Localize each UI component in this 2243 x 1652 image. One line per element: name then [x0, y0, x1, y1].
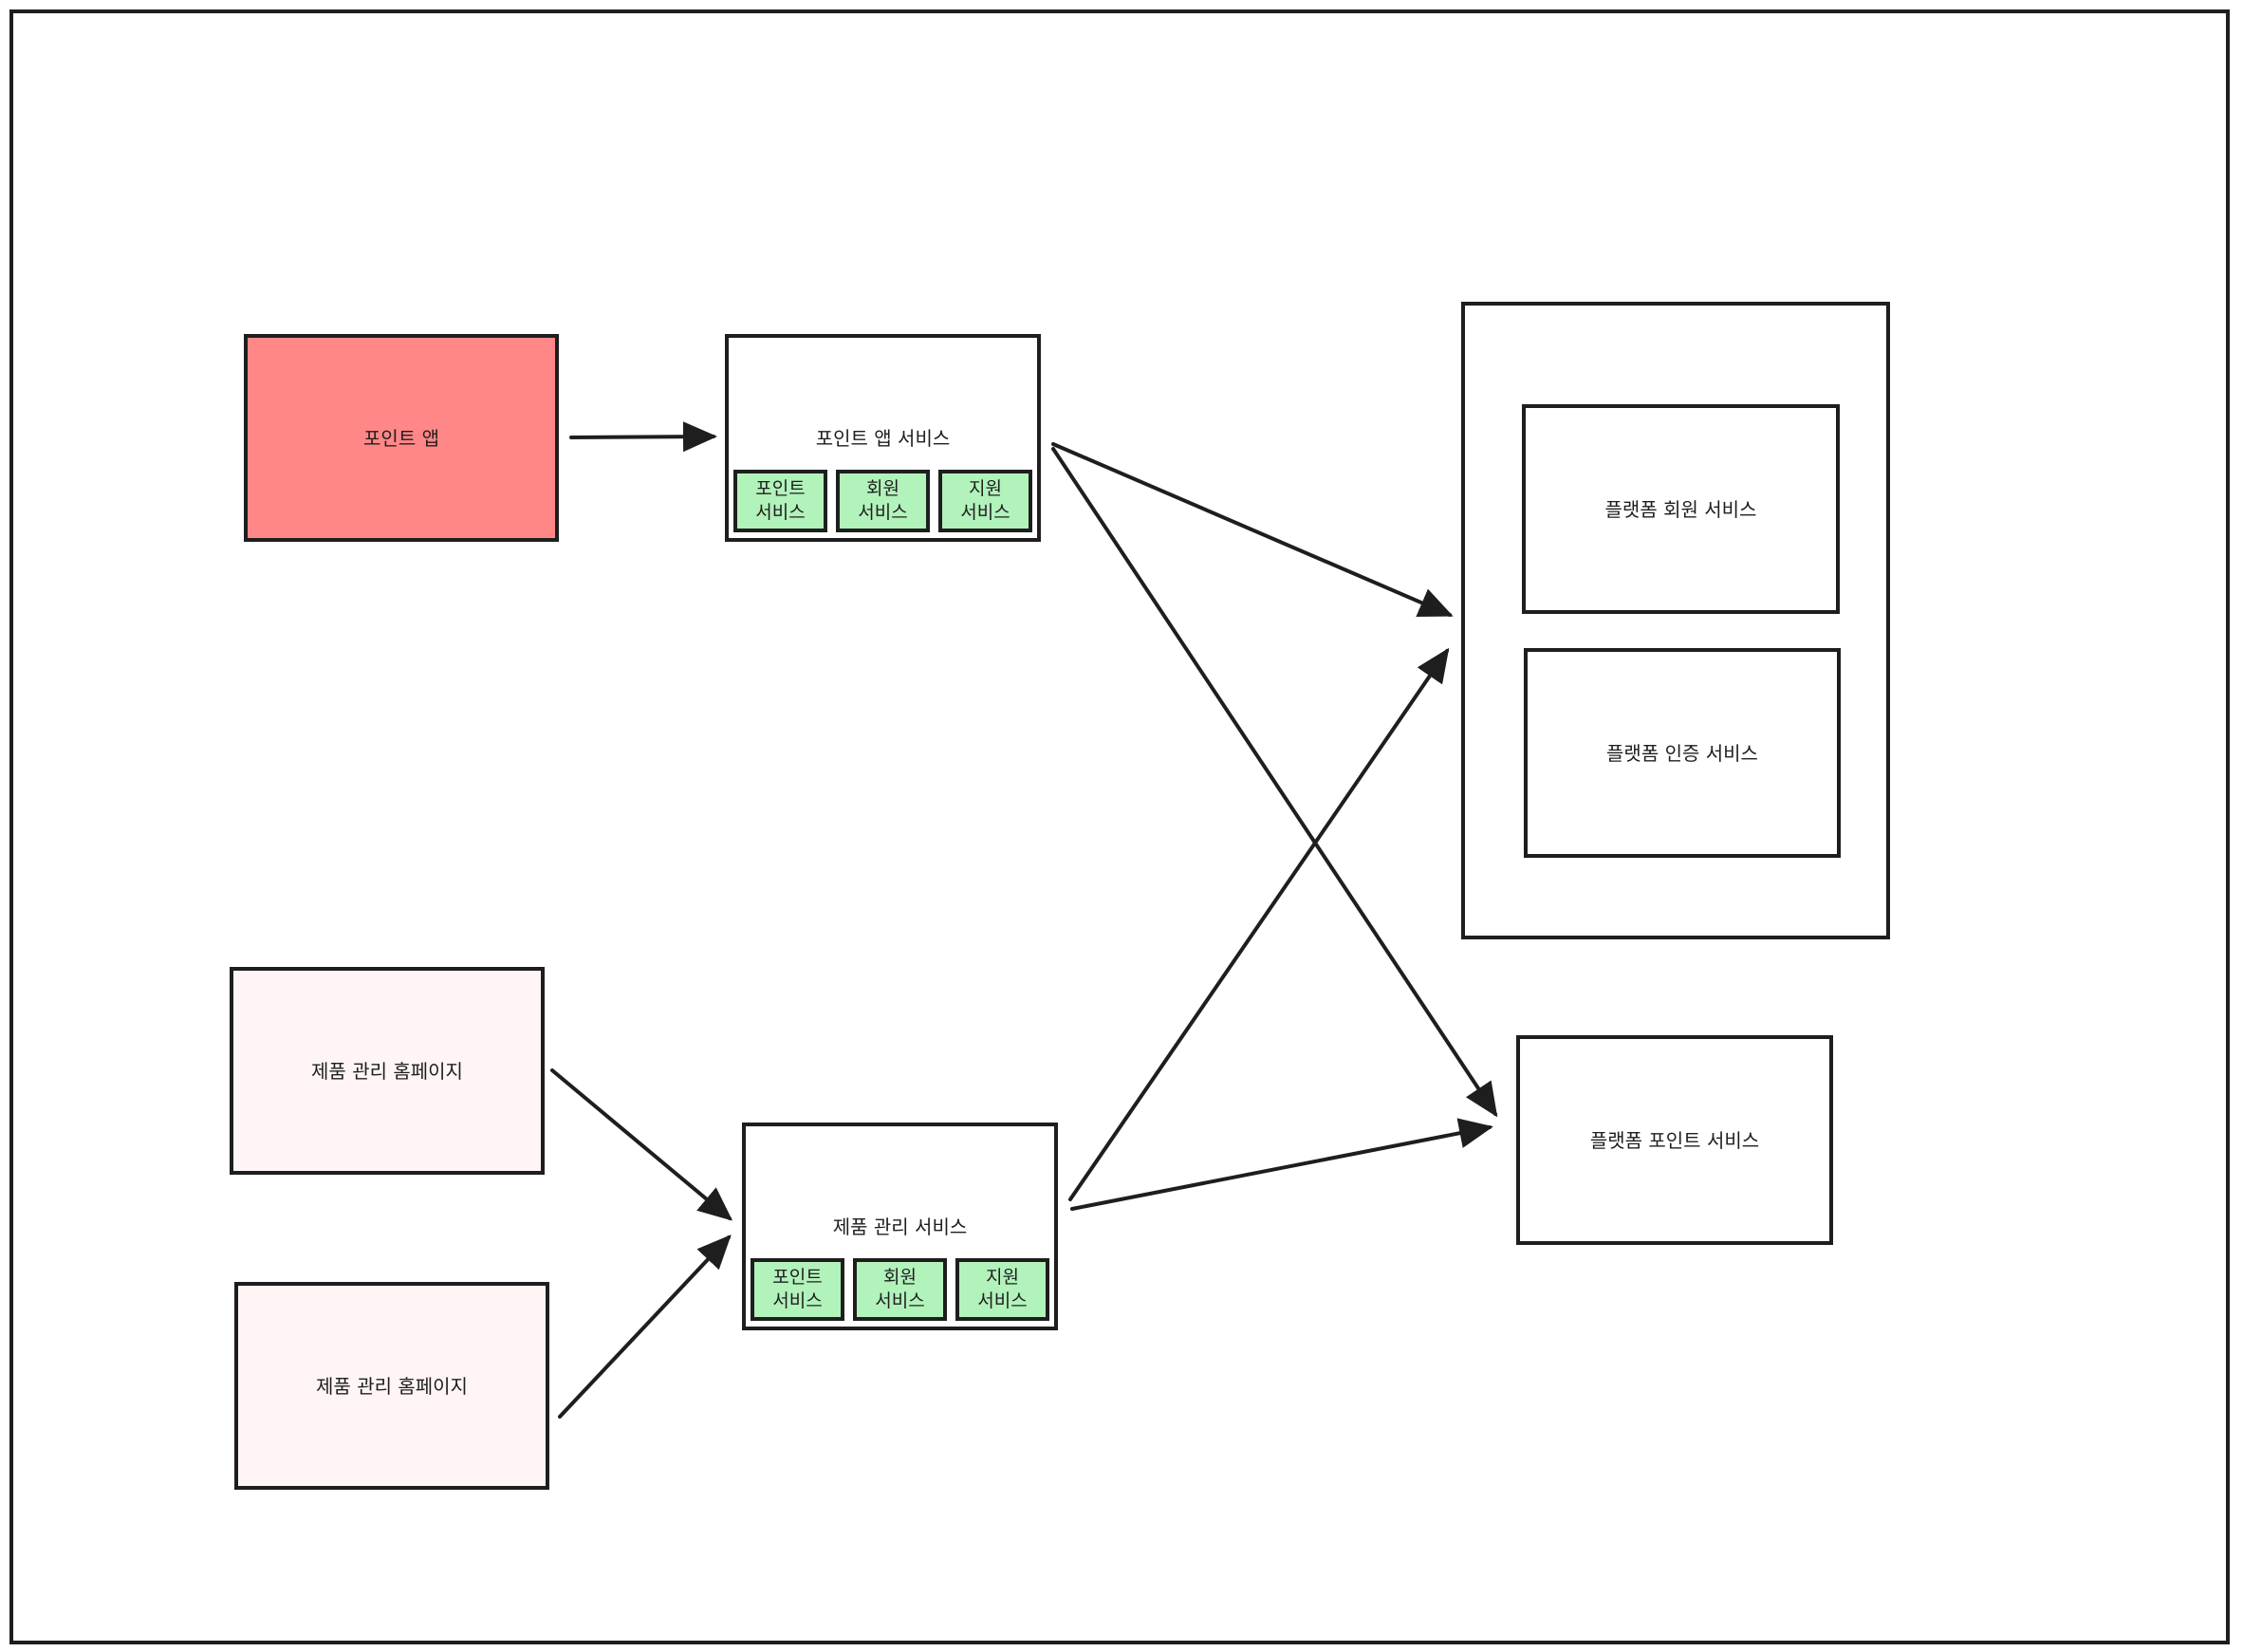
- point-app-label: 포인트 앱: [363, 426, 439, 450]
- platform-member-service-box[interactable]: 플랫폼 회원 서비스: [1522, 404, 1840, 614]
- product-service-module-member[interactable]: 회원 서비스: [853, 1258, 947, 1321]
- canvas-frame: [9, 9, 2230, 1644]
- point-app-service-module-point[interactable]: 포인트 서비스: [733, 470, 827, 532]
- point-app-box[interactable]: 포인트 앱: [244, 334, 559, 542]
- platform-point-service-box[interactable]: 플랫폼 포인트 서비스: [1516, 1035, 1833, 1245]
- platform-auth-service-label: 플랫폼 인증 서비스: [1606, 741, 1758, 765]
- point-app-service-module-support[interactable]: 지원 서비스: [938, 470, 1032, 532]
- point-app-service-title: 포인트 앱 서비스: [815, 427, 951, 450]
- product-service-box[interactable]: 제품 관리 서비스 포인트 서비스 회원 서비스 지원 서비스: [742, 1123, 1058, 1330]
- point-app-service-box[interactable]: 포인트 앱 서비스 포인트 서비스 회원 서비스 지원 서비스: [725, 334, 1041, 542]
- product-service-title: 제품 관리 서비스: [832, 1216, 968, 1238]
- product-homepage-box-2[interactable]: 제품 관리 홈페이지: [234, 1282, 549, 1490]
- platform-auth-service-box[interactable]: 플랫폼 인증 서비스: [1524, 648, 1841, 858]
- platform-member-service-label: 플랫폼 회원 서비스: [1604, 497, 1757, 521]
- product-homepage-label-1: 제품 관리 홈페이지: [311, 1059, 463, 1083]
- product-service-module-support[interactable]: 지원 서비스: [955, 1258, 1049, 1321]
- point-app-service-module-member[interactable]: 회원 서비스: [836, 470, 930, 532]
- product-homepage-label-2: 제품 관리 홈페이지: [316, 1374, 468, 1398]
- product-homepage-box-1[interactable]: 제품 관리 홈페이지: [230, 967, 545, 1175]
- platform-point-service-label: 플랫폼 포인트 서비스: [1589, 1128, 1760, 1152]
- product-service-module-point[interactable]: 포인트 서비스: [751, 1258, 844, 1321]
